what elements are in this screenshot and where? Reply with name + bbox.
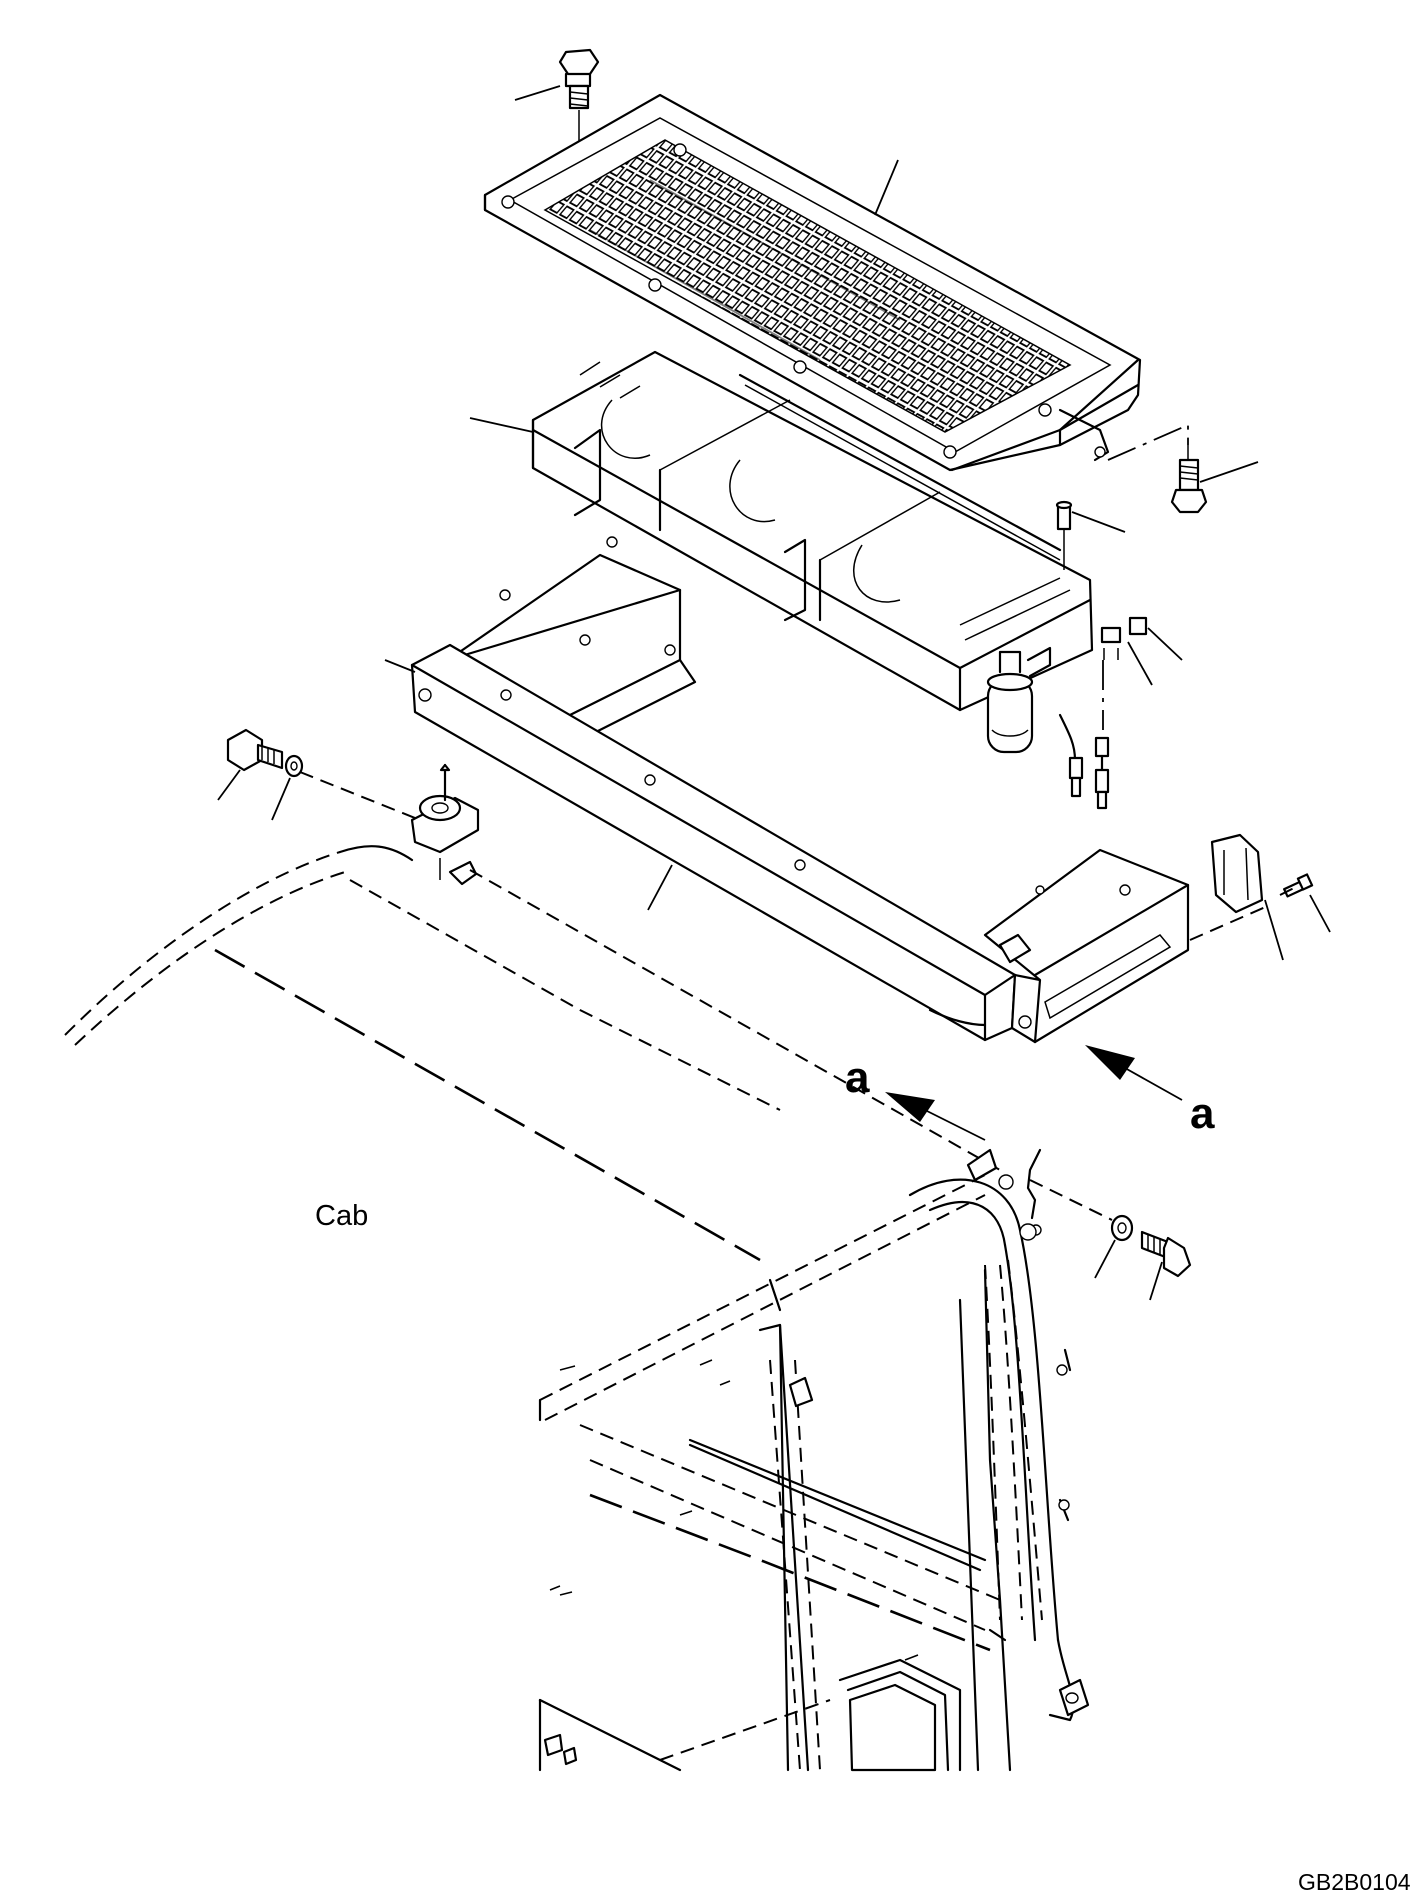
cab-label: Cab: [315, 1200, 368, 1232]
leader-right-bolt: [1149, 1261, 1163, 1301]
leader-right-washer: [1094, 1239, 1116, 1279]
leader-clamp: [1264, 899, 1284, 961]
cab-frame: [64, 845, 1090, 1772]
leader-connector-a: [1127, 641, 1153, 686]
drawing-code: GB2B0104: [1298, 1869, 1411, 1895]
leader-sensor-bolt: [1071, 511, 1126, 533]
view-arrow-right: [1085, 1045, 1183, 1101]
receiver-dryer: [986, 646, 1052, 754]
clamp-centerline: [1189, 884, 1301, 941]
alignment-line-2: [349, 879, 781, 1111]
left-bolt-centerline: [299, 771, 421, 821]
alignment-line-1: [469, 869, 1001, 1171]
left-mount-bolt: [226, 728, 304, 778]
right-cover-bolt: [1170, 445, 1208, 514]
right-bolt-centerline: [1107, 423, 1189, 461]
leader-bracket-left: [384, 659, 416, 673]
right-clamp: [1210, 833, 1264, 914]
view-label-right: a: [1190, 1089, 1215, 1138]
alignment-line-3: [214, 948, 761, 1262]
leader-connector-b: [1147, 627, 1183, 661]
leader-grille-cover: [874, 159, 899, 216]
mounting-bracket: [410, 536, 1190, 1044]
leader-clamp-screw: [1309, 894, 1331, 933]
harness-connector: [1100, 616, 1148, 660]
view-arrow-left: [885, 1092, 986, 1141]
leader-bracket-bottom: [647, 864, 673, 911]
view-label-left: a: [845, 1053, 870, 1102]
cab-pivot-bracket: [410, 763, 480, 886]
leader-left-washer: [271, 777, 291, 821]
leader-top-bolt: [514, 85, 561, 101]
leader-right-bolt: [1199, 461, 1259, 483]
leader-condenser-unit: [469, 417, 534, 433]
top-grille-cover: [483, 93, 1142, 472]
unit-sensor-bolt: [1055, 500, 1073, 570]
condenser-unit: [531, 350, 1094, 712]
leader-left-bolt: [217, 769, 241, 801]
clamp-screw: [1283, 873, 1314, 898]
wire-terminals: [1058, 713, 1110, 810]
right-bolt-centerline: [1029, 1179, 1113, 1221]
right-mount-bolt: [1110, 1214, 1192, 1278]
